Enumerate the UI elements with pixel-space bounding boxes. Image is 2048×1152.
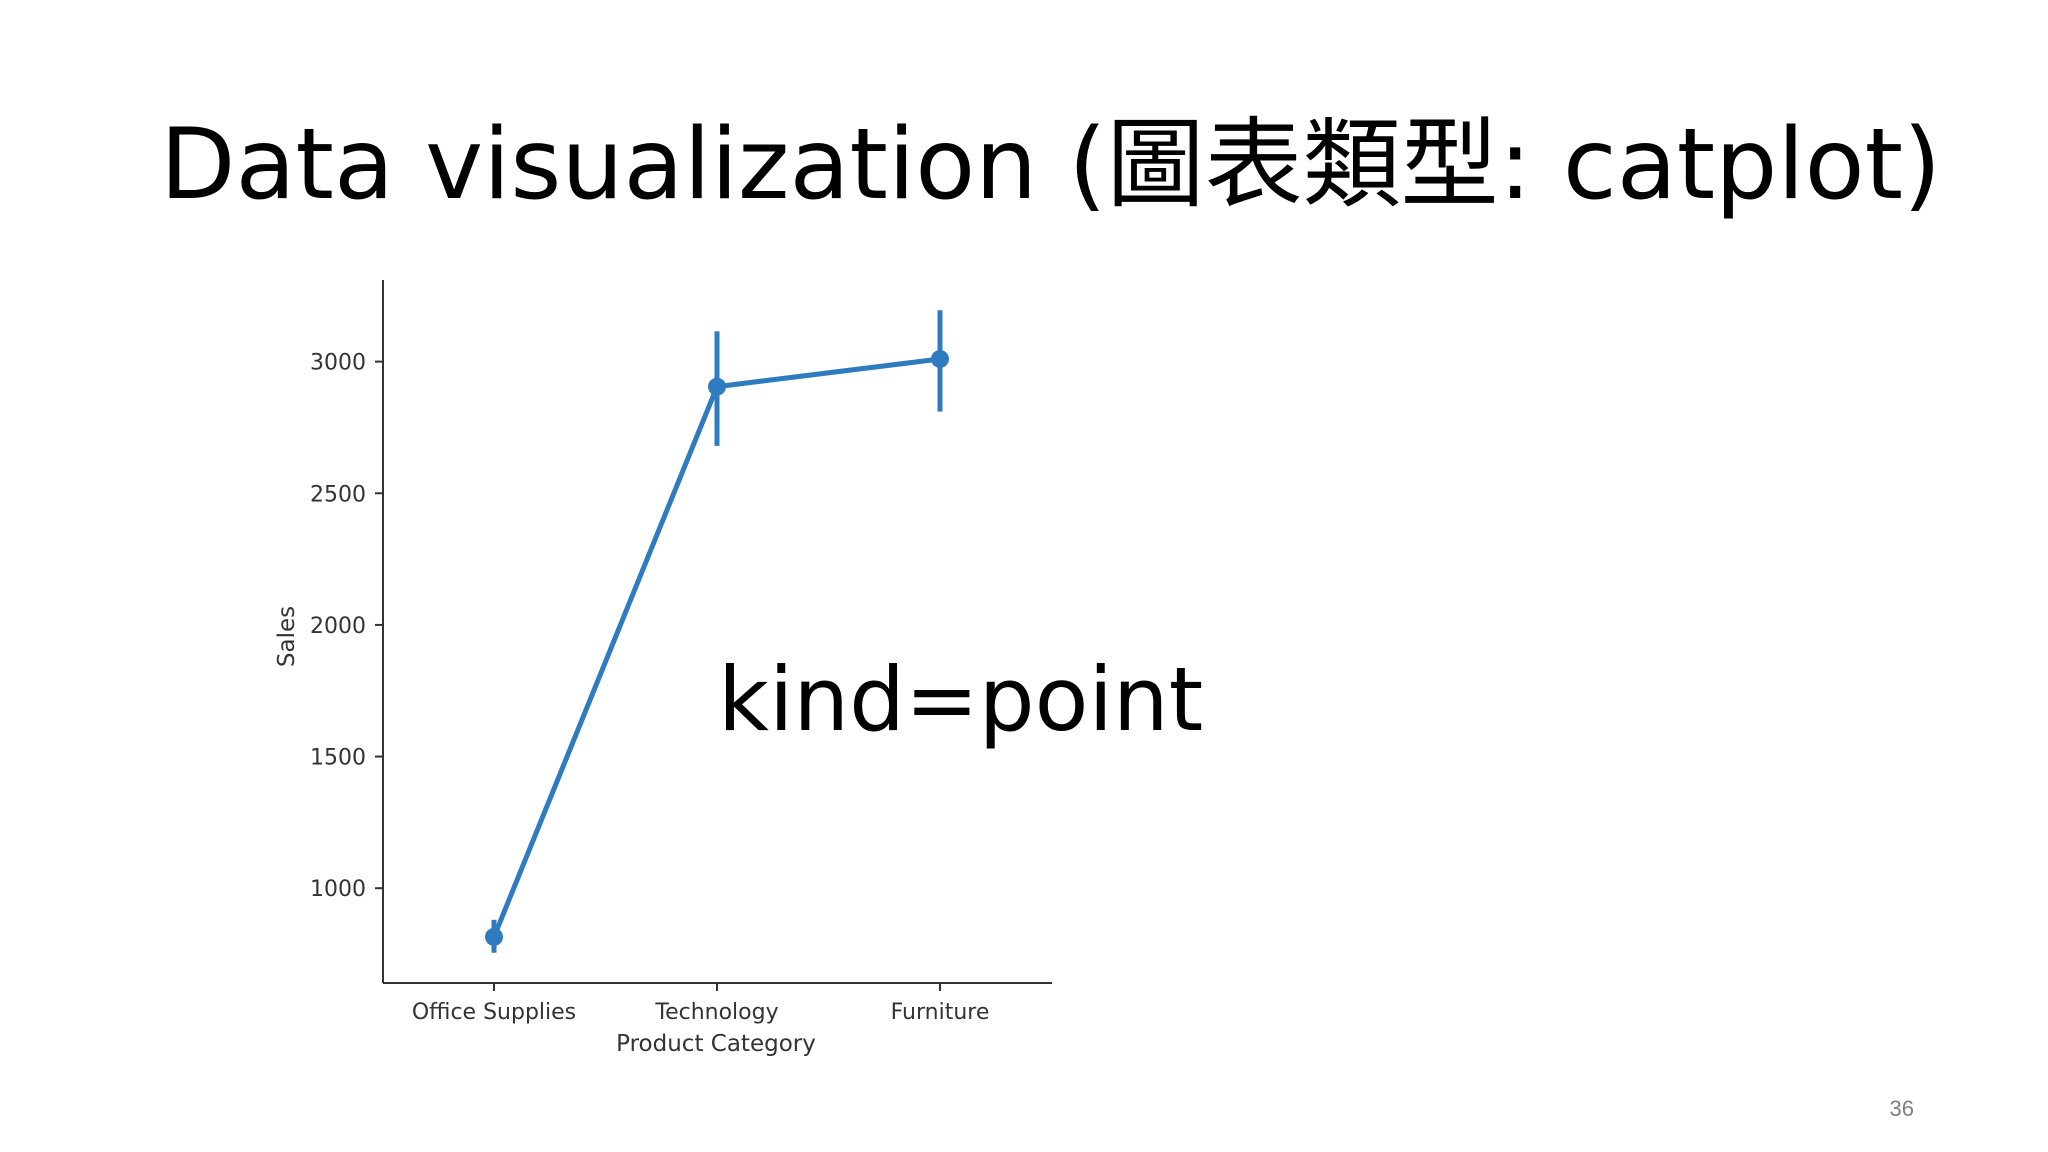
x-tick-label: Furniture [891,1000,990,1025]
plot-area [485,310,949,953]
x-axis-title: Product Category [616,1031,816,1057]
x-tick-label: Technology [654,1000,778,1025]
y-tick-label: 3000 [310,351,366,376]
data-point [708,377,726,396]
x-tick-label: Office Supplies [412,1000,576,1025]
y-axis-title: Sales [274,606,300,667]
y-tick-label: 1000 [310,877,366,902]
y-tick-label: 2500 [310,482,366,507]
data-point [931,349,949,368]
data-point [485,927,503,946]
y-tick-label: 1500 [310,746,366,771]
slide-title: Data visualization (圖表類型: catplot) [160,108,1942,222]
y-tick-label: 2000 [310,614,366,639]
page-number: 36 [1889,1096,1914,1121]
kind-annotation: kind=point [718,648,1204,751]
